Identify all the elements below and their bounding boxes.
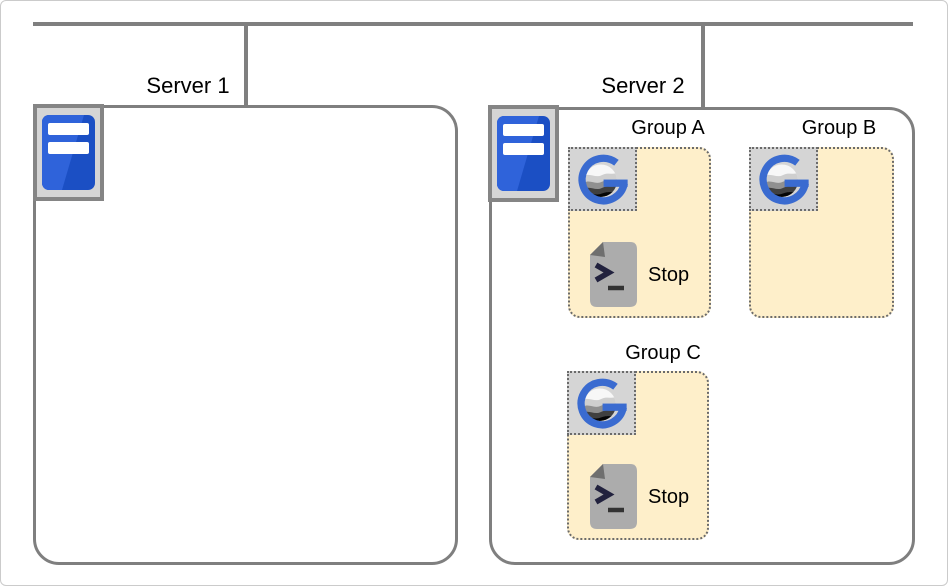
stop-action-row: Stop bbox=[589, 241, 689, 308]
group-a-box: Stop bbox=[568, 147, 711, 318]
stop-label: Stop bbox=[648, 485, 690, 508]
server-2-label: Server 2 bbox=[601, 73, 685, 98]
server-1-label: Server 1 bbox=[146, 73, 230, 98]
network-drop-line-server2 bbox=[701, 24, 705, 108]
agent-logo-tile bbox=[749, 147, 818, 211]
agent-logo-tile bbox=[568, 147, 637, 211]
group-b-box bbox=[749, 147, 894, 318]
stop-label: Stop bbox=[648, 263, 690, 286]
agent-logo-tile bbox=[567, 371, 636, 435]
server-tower-icon bbox=[33, 104, 104, 201]
group-c-box: Stop bbox=[567, 371, 709, 540]
group-b-label: Group B bbox=[801, 117, 877, 139]
g-globe-logo-icon bbox=[754, 151, 814, 207]
stop-action-row: Stop bbox=[589, 463, 689, 530]
group-c-label: Group C bbox=[625, 342, 701, 364]
network-bus-line bbox=[33, 22, 913, 26]
network-drop-line-server1 bbox=[244, 24, 248, 106]
server-tower-icon bbox=[488, 105, 559, 202]
terminal-script-icon bbox=[589, 463, 638, 530]
terminal-script-icon bbox=[589, 241, 638, 308]
g-globe-logo-icon bbox=[572, 375, 632, 431]
group-a-label: Group A bbox=[631, 117, 705, 139]
g-globe-logo-icon bbox=[573, 151, 633, 207]
